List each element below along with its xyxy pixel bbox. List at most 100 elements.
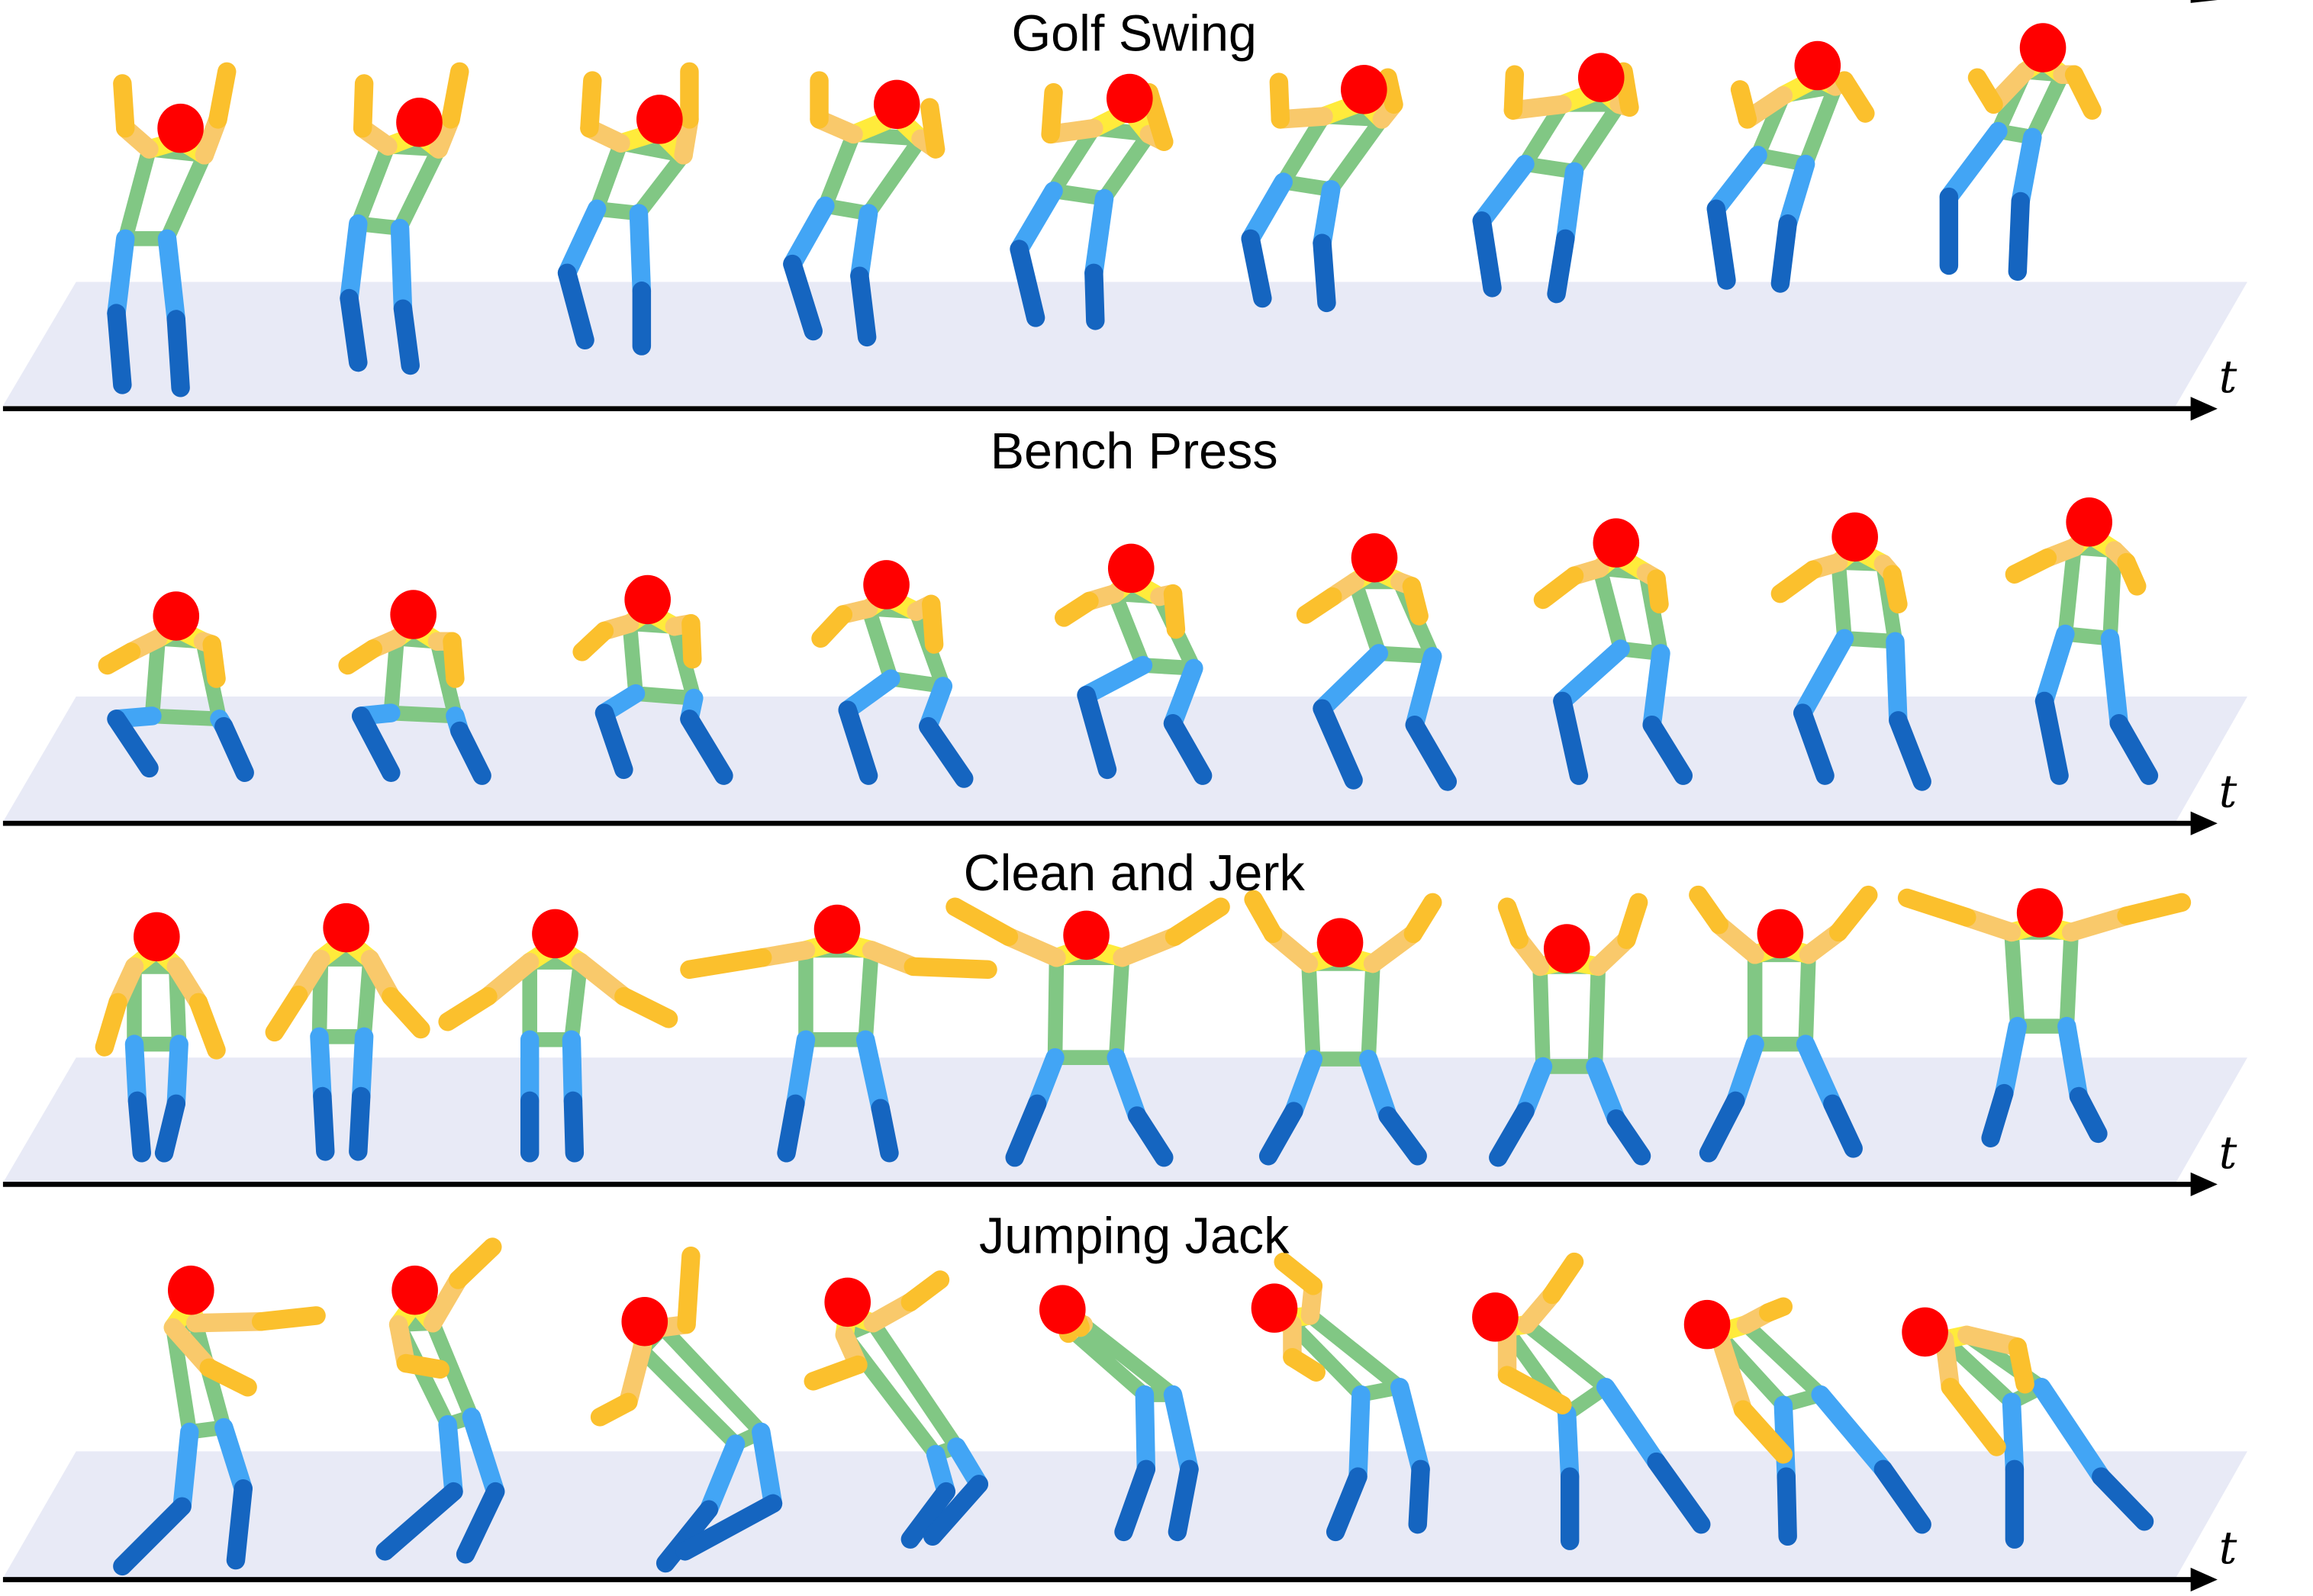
forearm	[396, 1353, 450, 1379]
row-golf-swing: Golf Swing t	[2, 5, 2247, 421]
torso	[798, 942, 879, 1047]
shin	[450, 721, 491, 785]
forearm	[1897, 888, 1976, 927]
forearm	[811, 605, 853, 648]
skeleton-figure	[1902, 1307, 2154, 1549]
shin	[1770, 214, 1797, 293]
head-joint	[323, 903, 369, 953]
head-joint	[167, 1265, 214, 1315]
forearm	[438, 986, 498, 1031]
thigh	[557, 199, 607, 283]
thigh	[157, 229, 185, 329]
forearm	[382, 986, 430, 1039]
shin	[113, 1497, 192, 1576]
shin	[594, 703, 633, 780]
head-joint	[391, 1265, 438, 1315]
head-joint	[1351, 533, 1398, 583]
head-joint	[1902, 1307, 1948, 1357]
skeleton-figure	[1489, 893, 1651, 1167]
thigh	[699, 1434, 746, 1519]
arrow-right-icon	[2190, 811, 2218, 835]
shin	[919, 716, 974, 788]
time-axis-label: t	[2219, 1522, 2237, 1574]
forearm	[614, 986, 678, 1028]
forearm	[1614, 62, 1639, 117]
head-joint	[1831, 512, 1878, 562]
skeleton-figure	[680, 904, 997, 1163]
skeleton-figure	[113, 1265, 326, 1576]
thigh	[1405, 647, 1442, 735]
shin	[1405, 715, 1458, 791]
thigh	[1558, 1405, 1580, 1486]
thigh	[1390, 1378, 1430, 1479]
skeleton-figure	[338, 590, 491, 785]
head-joint	[1577, 53, 1625, 102]
shin	[1313, 699, 1363, 790]
thigh	[786, 1030, 816, 1114]
shin	[2092, 1467, 2154, 1531]
head-joint	[1794, 40, 1841, 91]
thigh	[1135, 1385, 1156, 1479]
forearm	[1828, 885, 1878, 942]
shin	[340, 288, 368, 372]
forearm	[904, 957, 997, 980]
thigh	[783, 196, 835, 274]
forearm	[1497, 1366, 1572, 1414]
thigh	[172, 1422, 199, 1516]
skeleton-figure	[265, 903, 430, 1161]
skeleton-figure	[1533, 518, 1693, 785]
thigh	[1994, 1016, 2028, 1103]
forearm	[2117, 552, 2147, 596]
head-joint	[824, 1277, 871, 1327]
skeleton-figure	[98, 591, 254, 782]
thigh	[1778, 154, 1815, 233]
shin	[1889, 711, 1931, 791]
thigh	[1556, 162, 1584, 249]
arrow-right-icon	[2190, 1567, 2218, 1592]
thigh	[1241, 172, 1293, 249]
thigh	[1596, 1378, 1666, 1472]
row-jumping-jack: Jumping Jack t	[2, 1208, 2247, 1592]
shin	[166, 310, 190, 397]
thigh	[107, 229, 135, 323]
forearm	[2064, 65, 2102, 120]
forearm	[1041, 82, 1063, 144]
thigh	[340, 214, 368, 308]
forearm	[1296, 587, 1342, 624]
thigh	[1939, 121, 2008, 207]
forearm	[900, 1270, 950, 1312]
thigh	[1642, 644, 1670, 735]
forearm	[338, 639, 383, 675]
skeleton-figure	[590, 1247, 783, 1573]
forearm	[1759, 1297, 1793, 1322]
shin	[349, 1086, 371, 1161]
thigh	[1084, 188, 1114, 283]
shin	[2069, 1086, 2108, 1144]
thigh	[752, 1422, 783, 1514]
skeleton-figure	[572, 574, 733, 785]
thigh	[1077, 655, 1153, 705]
skeleton-figure	[1939, 23, 2102, 282]
shin	[1823, 1094, 1863, 1158]
shin	[1553, 691, 1589, 785]
thigh	[390, 218, 413, 318]
shin	[1163, 714, 1213, 785]
torso	[522, 954, 588, 1047]
torso	[350, 138, 446, 236]
head-joint	[1107, 543, 1155, 594]
torso	[1064, 1317, 1181, 1402]
torso	[1284, 1308, 1408, 1402]
shin	[1168, 1459, 1199, 1542]
thigh	[1726, 1035, 1764, 1111]
torso	[2004, 925, 2079, 1034]
shin	[107, 710, 159, 778]
head-joint	[1683, 1299, 1731, 1350]
shin	[214, 716, 254, 782]
forearm	[1770, 560, 1823, 603]
skeleton-figure	[1244, 890, 1442, 1166]
shin	[838, 700, 878, 785]
forearm	[1617, 893, 1648, 949]
thigh	[214, 1417, 253, 1498]
forearm	[251, 1306, 326, 1331]
torso	[837, 1315, 965, 1462]
